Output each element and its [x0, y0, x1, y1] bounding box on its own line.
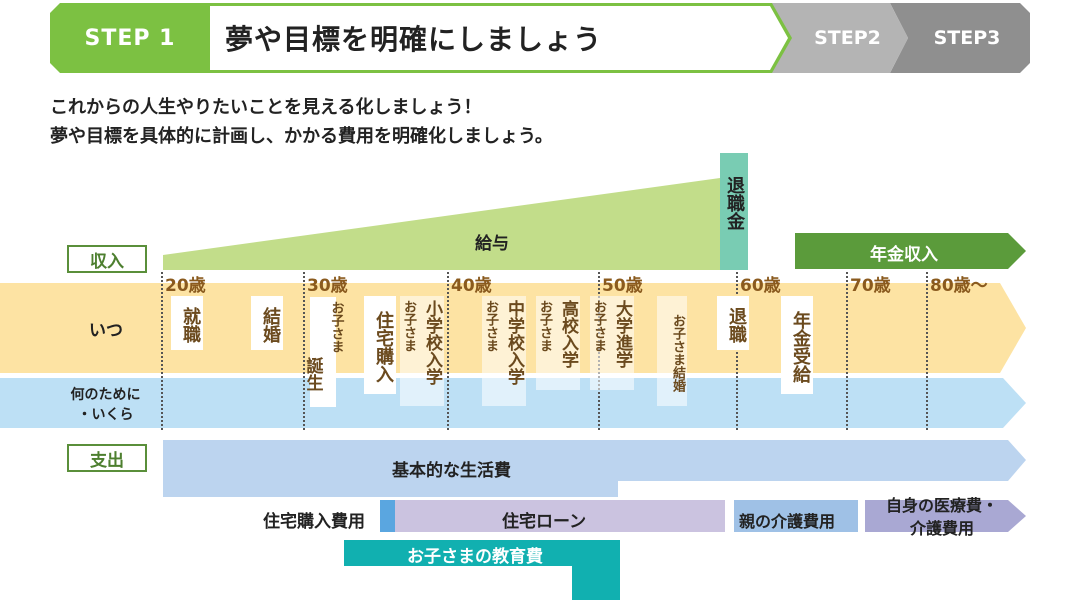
event-elementary-a: お子さま	[401, 300, 416, 352]
step2-shape	[770, 3, 908, 73]
event-middle-school: 中学校入学 お子さま	[482, 296, 526, 406]
education-label: お子さまの教育費	[407, 547, 543, 567]
step3-label[interactable]: STEP3	[933, 27, 1001, 49]
income-label: 収入	[67, 245, 147, 273]
retirement-pay-label: 退職金	[724, 176, 745, 230]
event-university-b: 大学進学	[612, 300, 632, 368]
salary-wedge	[163, 178, 720, 270]
age-70: 70歳	[850, 276, 891, 296]
pension-label: 年金収入	[870, 245, 938, 265]
house-purchase-cost-label: 住宅購入費用	[263, 512, 365, 532]
own-care-label-line2: 介護費用	[909, 519, 974, 538]
purpose-row-label-line2: ・いくら	[77, 407, 134, 423]
event-high-b: 高校入学	[558, 300, 578, 368]
age-30: 30歳	[307, 276, 348, 296]
parent-care-label: 親の介護費用	[739, 512, 836, 531]
living-expense-band	[163, 440, 1026, 497]
event-middle-b: 中学校入学	[504, 300, 524, 385]
event-child-marriage: お子さま結婚	[657, 296, 687, 406]
own-care-label: 自身の医療費・ 介護費用	[872, 494, 1012, 540]
step2-label[interactable]: STEP2	[814, 27, 881, 49]
house-purchase-strip	[380, 500, 395, 532]
living-expense-label: 基本的な生活費	[392, 461, 511, 481]
age-line-30	[303, 272, 305, 430]
step-progress-shapes	[50, 3, 1030, 73]
event-high-school: 高校入学 お子さま	[536, 296, 580, 390]
event-child-birth: お子さま 誕生	[303, 297, 344, 407]
event-retire: 退職	[717, 296, 749, 350]
purpose-row-label-line1: 何のために	[70, 387, 141, 403]
intro-line-2: 夢や目標を具体的に計画し、かかる費用を明確化しましょう。	[50, 126, 553, 147]
own-care-label-line1: 自身の医療費・	[885, 496, 998, 515]
expense-label: 支出	[67, 444, 147, 472]
event-high-a: お子さま	[537, 300, 552, 352]
step1-title: 夢や目標を明確にしましょう	[225, 23, 603, 56]
purpose-row-label: 何のために ・いくら	[48, 385, 163, 425]
event-job: 就職	[171, 296, 203, 350]
age-80-plus: 80歳〜	[930, 276, 988, 296]
event-child-birth-b: 誕生	[302, 357, 323, 391]
age-20: 20歳	[165, 276, 206, 296]
event-elementary-b: 小学校入学	[422, 300, 442, 385]
age-line-40	[447, 272, 449, 430]
age-line-70	[846, 272, 848, 430]
age-40: 40歳	[451, 276, 492, 296]
age-line-80	[926, 272, 928, 430]
event-university: 大学進学 お子さま	[590, 296, 634, 390]
event-university-a: お子さま	[591, 300, 606, 352]
salary-label: 給与	[475, 234, 509, 254]
event-house-purchase: 住宅購入	[364, 296, 396, 394]
event-child-birth-a: お子さま	[328, 301, 344, 353]
own-care-arrow	[865, 500, 1026, 532]
parent-care-bar	[734, 500, 858, 532]
step1-title-panel	[210, 6, 788, 70]
step1-label[interactable]: STEP 1	[84, 25, 176, 51]
age-line-60	[736, 272, 738, 430]
education-bar	[344, 540, 620, 600]
age-line-20	[161, 272, 163, 430]
pension-arrow	[795, 233, 1026, 269]
event-middle-a: お子さま	[483, 300, 498, 352]
loan-label: 住宅ローン	[502, 512, 587, 532]
event-pension-start: 年金受給	[781, 296, 813, 394]
step-progress-bar: STEP 1 夢や目標を明確にしましょう STEP2 STEP3	[50, 3, 1030, 73]
event-marriage: 結婚	[251, 296, 283, 350]
retirement-pay-bar	[720, 153, 748, 270]
event-elementary-school: 小学校入学 お子さま	[400, 296, 444, 406]
intro-line-1: これからの人生やりたいことを見える化しましょう！	[50, 97, 482, 118]
when-row-label: いつ	[89, 321, 123, 341]
age-60: 60歳	[740, 276, 781, 296]
step3-shape	[890, 3, 1030, 73]
age-50: 50歳	[602, 276, 643, 296]
loan-bar	[395, 500, 725, 532]
